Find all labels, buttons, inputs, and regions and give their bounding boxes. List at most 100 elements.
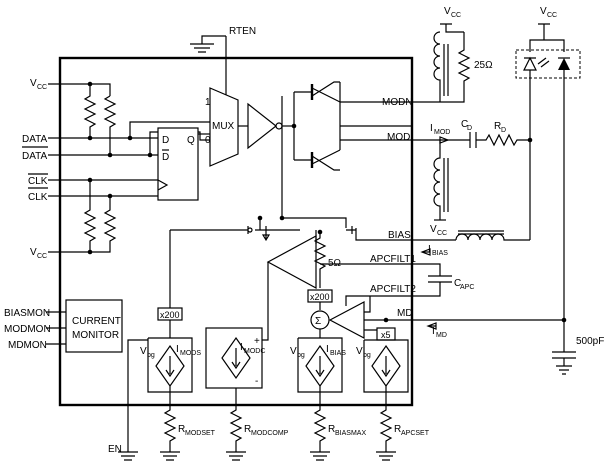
x5-box: x5	[376, 327, 396, 341]
svg-text:CURRENT: CURRENT	[72, 316, 121, 327]
svg-text:x200: x200	[160, 310, 180, 320]
svg-text:x200: x200	[310, 292, 330, 302]
md-pin: MD	[344, 308, 567, 323]
svg-text:R: R	[178, 424, 185, 435]
svg-text:C: C	[461, 119, 468, 130]
output-buffer	[238, 102, 294, 150]
d-flip-flop: D D Q	[157, 127, 199, 201]
svg-text:CC: CC	[451, 12, 461, 19]
rapcset-resistor: R APCSET	[376, 405, 430, 461]
svg-text:V: V	[356, 346, 363, 357]
svg-text:bg: bg	[147, 352, 155, 359]
svg-text:MODSET: MODSET	[185, 430, 216, 437]
svg-text:MD: MD	[397, 308, 413, 319]
svg-text:I: I	[326, 344, 329, 355]
svg-text:MOD: MOD	[434, 129, 450, 136]
svg-text:CC: CC	[547, 12, 557, 19]
svg-text:MODC: MODC	[244, 348, 265, 355]
apc-current-source: V bg	[356, 339, 409, 404]
svg-text:CC: CC	[437, 230, 447, 237]
svg-text:MODN: MODN	[382, 97, 413, 108]
svg-text:Q: Q	[187, 135, 195, 146]
bias-inductor	[455, 233, 530, 241]
cd-capacitor: C D	[461, 119, 477, 148]
svg-text:MOD: MOD	[387, 132, 410, 143]
svg-text:MODS: MODS	[180, 350, 201, 357]
bias-pin: BIAS	[355, 228, 456, 241]
svg-text:V: V	[30, 247, 37, 258]
svg-text:C: C	[454, 278, 461, 289]
svg-text:CLK: CLK	[28, 176, 48, 187]
svg-text:APCSET: APCSET	[401, 430, 430, 437]
x200-box-bias: x200	[307, 289, 333, 310]
vcc-laser: V CC	[529, 6, 565, 52]
svg-text:V: V	[30, 78, 37, 89]
modn-inductor	[433, 31, 441, 102]
svg-text:MONITOR: MONITOR	[72, 330, 119, 341]
svg-text:D: D	[162, 152, 169, 163]
svg-text:EN: EN	[108, 444, 122, 455]
svg-text:MD: MD	[436, 332, 447, 339]
mux: MUX 1 0	[198, 87, 239, 167]
vcc-mod-bottom: V CC	[430, 219, 447, 237]
svg-text:25Ω: 25Ω	[474, 60, 493, 71]
rd-resistor: R D	[476, 121, 530, 147]
modulation-current-source: V bg I MODS	[140, 337, 201, 404]
svg-text:V: V	[540, 6, 547, 17]
capc-capacitor: C APC	[428, 275, 474, 291]
ibias-label: I BIAS	[428, 244, 448, 257]
svg-text:5Ω: 5Ω	[328, 258, 342, 269]
svg-text:I: I	[240, 342, 243, 353]
svg-text:-: -	[255, 376, 258, 387]
apcfilt1-pin: APCFILT1	[320, 254, 441, 276]
rten-pin: RTEN	[190, 26, 256, 96]
svg-text:APC: APC	[460, 284, 474, 291]
clkbar-input: CLK	[28, 187, 158, 203]
biasmon-pin: BIASMON	[4, 308, 66, 319]
svg-text:Σ: Σ	[315, 316, 321, 327]
svg-text:I: I	[176, 344, 179, 355]
svg-text:R: R	[244, 424, 251, 435]
svg-text:MODMON: MODMON	[4, 324, 51, 335]
imod-label: I MOD	[430, 123, 450, 136]
mod-inductor	[433, 140, 441, 220]
monitor-photodiode	[558, 57, 570, 70]
svg-text:0: 0	[205, 135, 211, 146]
rmodcomp-resistor: R MODCOMP	[226, 405, 289, 461]
laser-package	[515, 49, 581, 79]
data-pullup-resistor	[83, 84, 97, 138]
r5-resistor: 5Ω	[313, 229, 342, 288]
r25-resistor	[440, 32, 471, 103]
svg-text:V: V	[290, 346, 297, 357]
bias-transistor-switches	[170, 96, 356, 242]
svg-text:x5: x5	[381, 330, 391, 340]
svg-text:I: I	[430, 123, 433, 134]
svg-text:1: 1	[205, 97, 211, 108]
svg-text:R: R	[328, 424, 335, 435]
rmodset-resistor: R MODSET	[160, 405, 216, 461]
svg-text:D: D	[501, 127, 506, 134]
svg-text:V: V	[430, 224, 437, 235]
vcc-top-label: V CC	[30, 78, 47, 91]
svg-text:DATA: DATA	[22, 151, 48, 162]
c500-capacitor: 500pF	[552, 336, 604, 375]
svg-text:RTEN: RTEN	[229, 26, 256, 37]
svg-text:V: V	[140, 346, 147, 357]
svg-text:V: V	[444, 6, 451, 17]
mdmon-pin: MDMON	[8, 340, 66, 351]
svg-text:R: R	[494, 121, 501, 132]
svg-text:CC: CC	[37, 253, 47, 260]
svg-text:+: +	[254, 336, 260, 347]
svg-text:MUX: MUX	[212, 121, 235, 132]
svg-text:I: I	[428, 244, 431, 255]
summing-node: Σ	[310, 310, 330, 338]
vcc-bottom-label: V CC	[30, 247, 47, 260]
svg-text:DATA: DATA	[22, 134, 48, 145]
bias-current-source: V bg I BIAS	[290, 337, 346, 404]
svg-text:CC: CC	[37, 84, 47, 91]
en-pin: EN	[108, 339, 148, 461]
bias-amplifier	[260, 230, 317, 341]
apcfilt2-pin: APCFILT2	[345, 282, 441, 306]
svg-text:bg: bg	[363, 352, 371, 359]
svg-text:I: I	[432, 326, 435, 337]
